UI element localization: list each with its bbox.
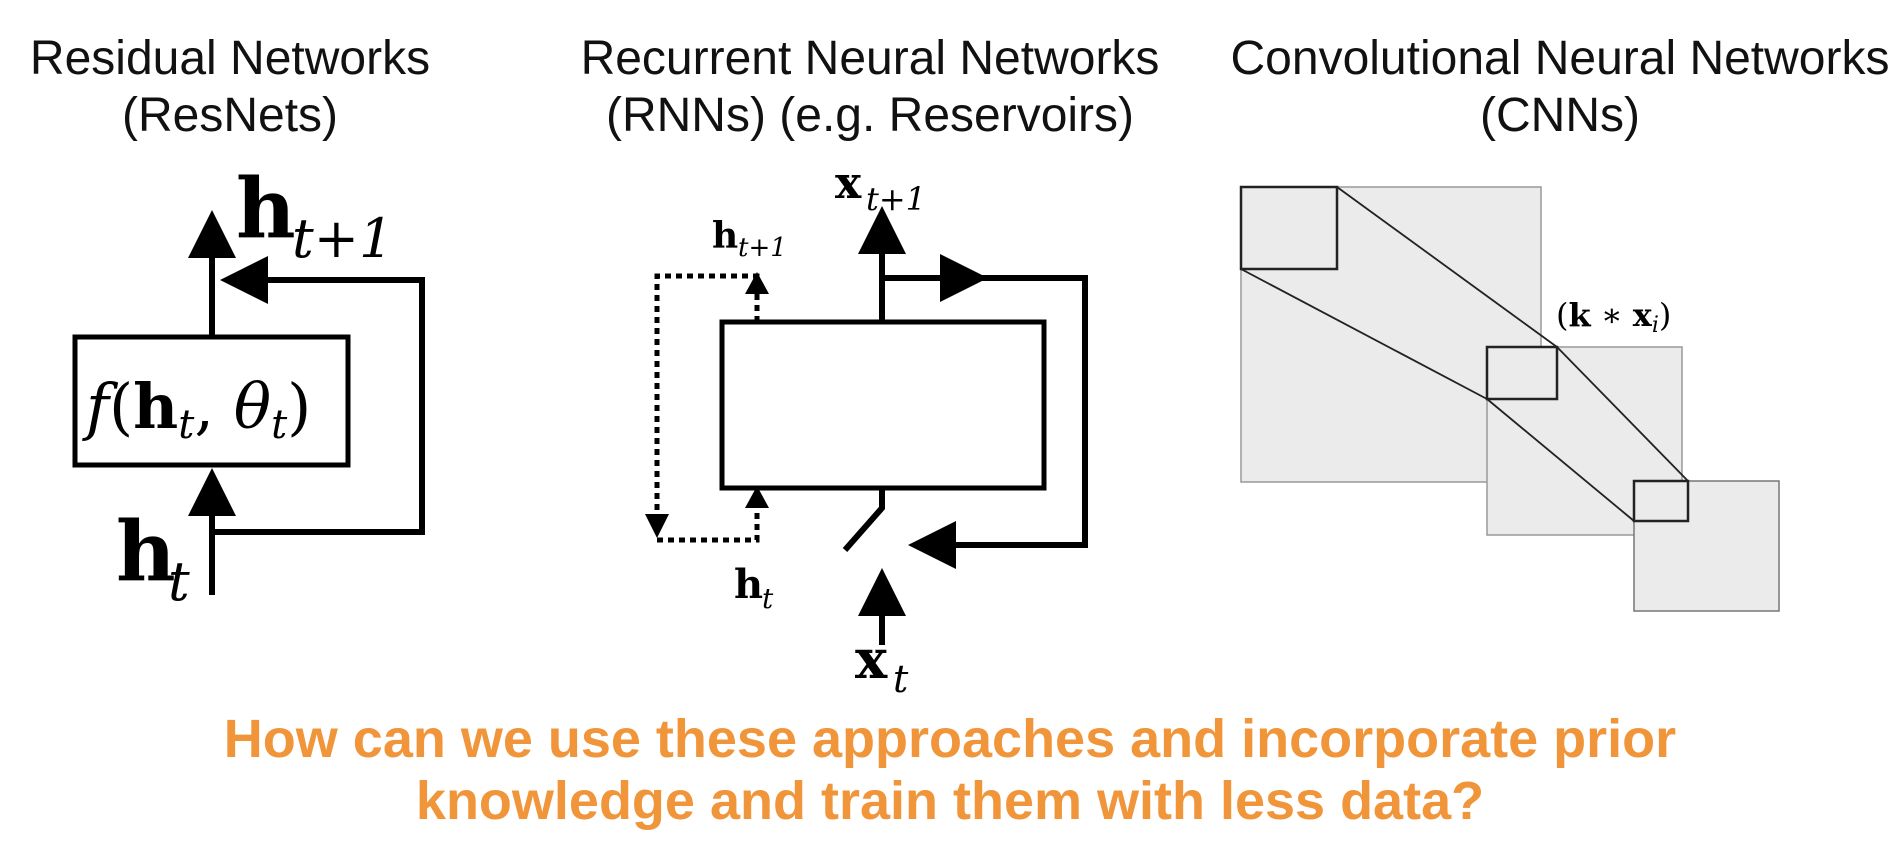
formula-sub-t1: t (178, 402, 195, 448)
conv-operator: ∗ (1591, 296, 1633, 334)
resnet-heading-line1: Residual Networks (29, 32, 431, 85)
rnn-input-label: x (855, 627, 888, 691)
cnn-kernel-window-3 (1632, 479, 1690, 523)
rnn-state-return (657, 488, 760, 543)
rnn-feedback-loop (908, 275, 1088, 569)
resnet-top-subscript: t+1 (292, 207, 393, 270)
resnet-top-label: h (236, 161, 296, 257)
conv-kernel: k (1568, 296, 1591, 334)
cnn-heading: Convolutional Neural Networks (CNNs) (1220, 30, 1900, 144)
rnn-diagram: x t+1 h t+1 h t x t (645, 158, 1088, 701)
rnn-state-next-arrowhead (745, 272, 769, 294)
rnn-state-cur-subscript: t (762, 582, 774, 615)
resnet-block-formula: f(ht, θt) (82, 370, 311, 448)
resnet-bottom-label: h (116, 504, 176, 600)
cnn-kernel-window-2 (1485, 345, 1559, 401)
formula-comma: , (194, 370, 233, 443)
resnet-heading-line2: (ResNets) (121, 89, 339, 142)
formula-open-paren: ( (109, 370, 133, 443)
rnn-reservoir-block (719, 319, 1047, 491)
rnn-state-loop-arrowhead (645, 514, 669, 538)
rnn-heading-line2: (RNNs) (e.g. Reservoirs) (605, 89, 1135, 142)
cnn-projection-line (1240, 268, 1488, 400)
rnn-input-subscript: t (893, 657, 909, 701)
rnn-switch (842, 488, 885, 552)
rnn-state-next-subscript: t+1 (738, 233, 787, 263)
rnn-heading-line1: Recurrent Neural Networks (580, 32, 1160, 85)
cnn-convolution-label: (k ∗ xi) (1556, 296, 1671, 338)
question-text: How can we use these approaches and inco… (0, 708, 1900, 832)
cnn-projection-line (1486, 398, 1635, 522)
question-line1: How can we use these approaches and inco… (223, 709, 1677, 769)
cnn-kernel-window-1 (1239, 185, 1339, 271)
question-line2: knowledge and train them with less data? (415, 771, 1485, 831)
rnn-state-next-label: h (712, 215, 738, 257)
rnn-output-label: x (835, 158, 862, 209)
rnn-output-subscript: t+1 (866, 180, 926, 218)
conv-open-paren: ( (1556, 296, 1568, 334)
resnet-skip-connection (212, 256, 425, 535)
formula-close-paren: ) (287, 370, 311, 443)
rnn-state-return-arrowhead (745, 486, 769, 508)
resnet-bottom-subscript: t (168, 550, 190, 613)
cnn-projection-line (1336, 186, 1558, 348)
rnn-state-loop (654, 273, 760, 530)
cnn-output-layer (1633, 480, 1780, 612)
formula-sub-t2: t (271, 402, 288, 448)
cnn-diagram: (k ∗ xi) (1239, 185, 1780, 612)
conv-input: x (1633, 296, 1653, 334)
cnn-projection-line (1556, 346, 1689, 482)
rnn-heading: Recurrent Neural Networks (RNNs) (e.g. R… (530, 30, 1210, 144)
cnn-heading-line2: (CNNs) (1480, 89, 1640, 142)
resnet-diagram: h t+1 f(ht, θt) h t (72, 161, 425, 613)
conv-close-paren: ) (1659, 296, 1671, 334)
rnn-state-cur-label: h (734, 561, 763, 608)
formula-h: h (133, 370, 178, 443)
conv-subscript: i (1652, 313, 1659, 338)
resnet-heading: Residual Networks (ResNets) (10, 30, 450, 144)
cnn-heading-line1: Convolutional Neural Networks (1230, 32, 1890, 85)
formula-theta: θ (234, 370, 271, 443)
